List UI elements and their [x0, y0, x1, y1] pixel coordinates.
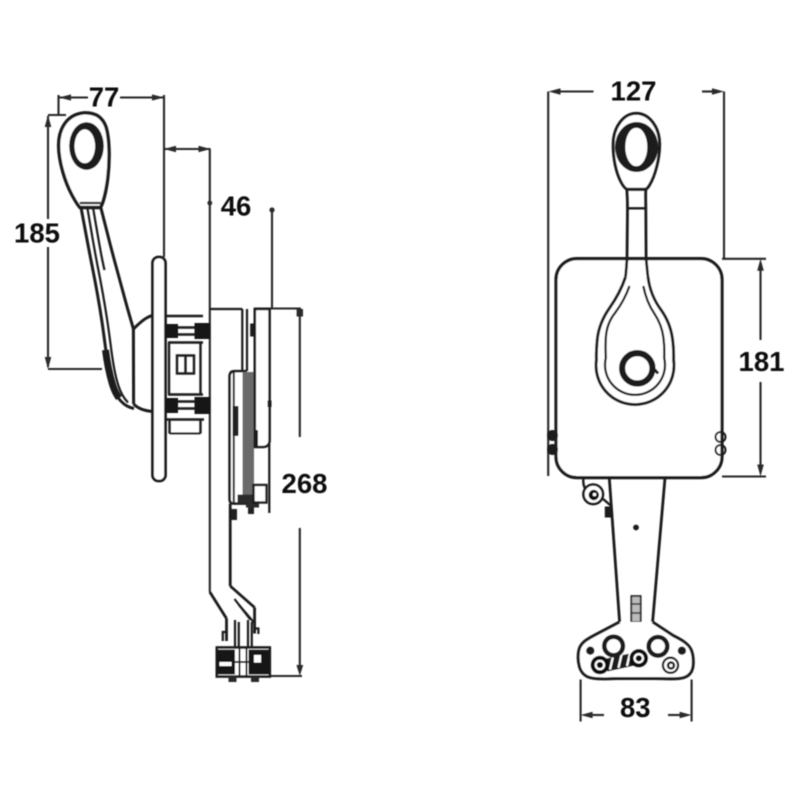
svg-text:127: 127	[611, 76, 657, 107]
svg-text:46: 46	[221, 191, 252, 222]
svg-text:181: 181	[739, 346, 785, 377]
svg-text:77: 77	[89, 82, 120, 113]
svg-text:185: 185	[14, 218, 60, 249]
svg-text:268: 268	[282, 468, 328, 499]
svg-text:83: 83	[620, 692, 651, 723]
